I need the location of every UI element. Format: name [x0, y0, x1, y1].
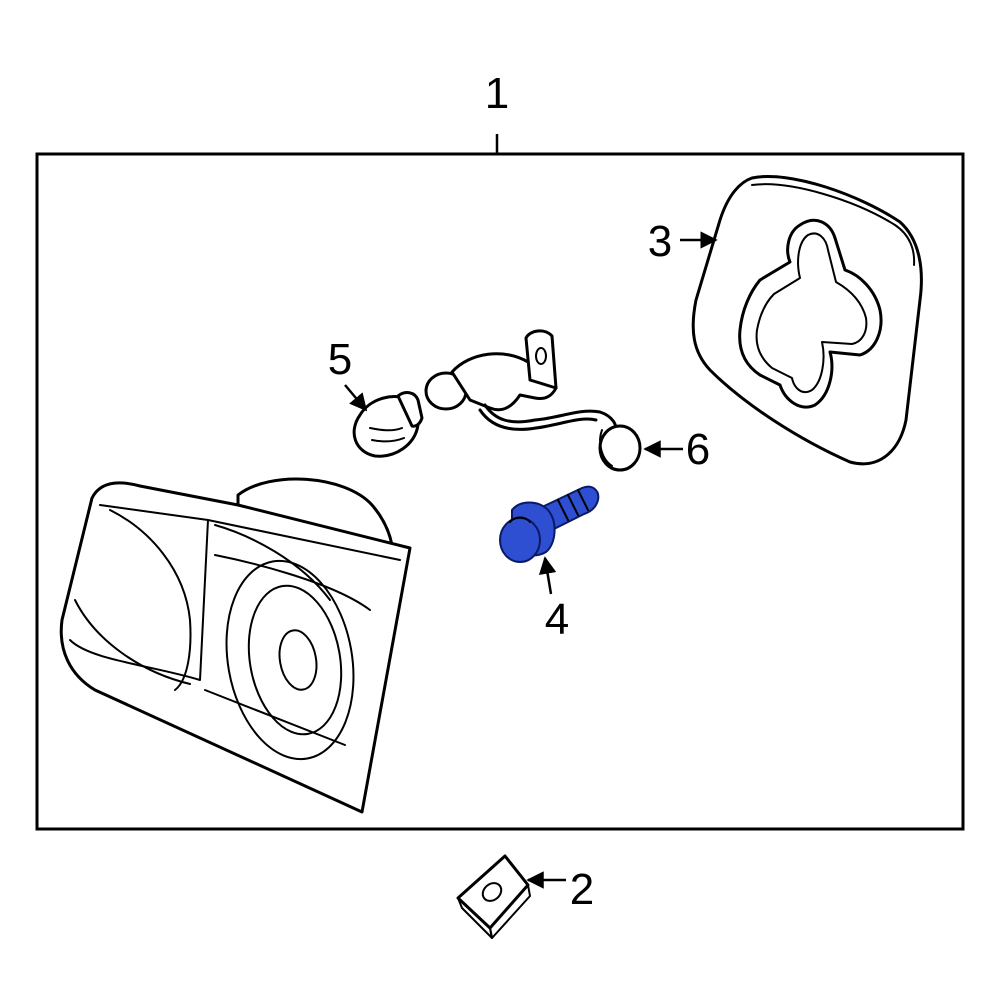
- bolt-head: [499, 517, 541, 563]
- callout-4-leader: [538, 556, 557, 595]
- callout-6-label[interactable]: 6: [686, 425, 710, 474]
- bulb-part-5[interactable]: [352, 391, 424, 458]
- callout-5-leader: [344, 384, 368, 412]
- callout-4-label[interactable]: 4: [545, 595, 569, 644]
- socket-harness-part-6[interactable]: [424, 329, 642, 472]
- callout-1-label[interactable]: 1: [485, 69, 509, 118]
- assembly-frame: [35, 152, 965, 831]
- tail-lamp-housing[interactable]: [59, 477, 412, 814]
- bolt-part-4[interactable]: [499, 485, 600, 563]
- gasket-part-3[interactable]: [691, 175, 923, 466]
- nut-part-2[interactable]: [456, 854, 531, 939]
- callout-2-label[interactable]: 2: [570, 865, 594, 914]
- bolt-shank: [539, 485, 600, 533]
- callout-3-label[interactable]: 3: [648, 217, 672, 266]
- callout-5-label[interactable]: 5: [328, 335, 352, 384]
